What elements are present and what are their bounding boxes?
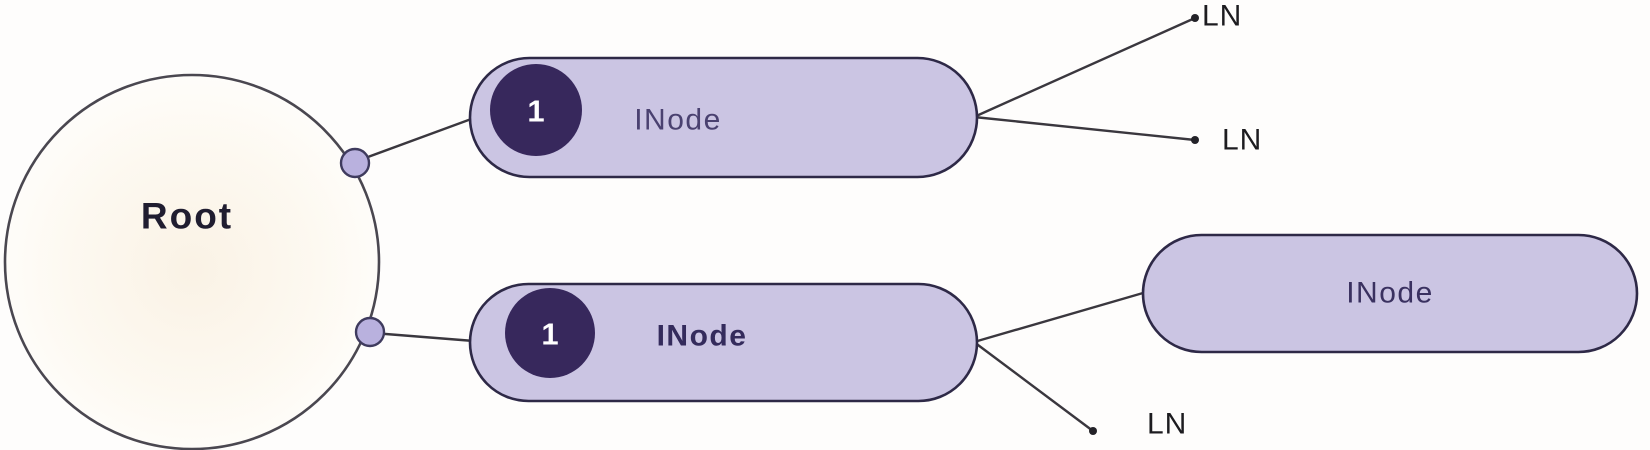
inode-bottom-badge — [505, 288, 595, 378]
edge-inode-bottom-to-ln3 — [972, 340, 1095, 433]
edge-root-to-inode-bottom — [371, 331, 476, 343]
root-circle — [3, 73, 381, 450]
leaf-label-ln3: LN — [1147, 408, 1187, 441]
edge-root-to-inode-top — [355, 116, 476, 163]
inode-top-badge-label: 1 — [527, 94, 544, 129]
inode-right-label: INode — [1346, 277, 1434, 310]
root-port-top — [339, 147, 371, 179]
edge-endpoint-dot — [1191, 136, 1199, 144]
leaf-labels: LN LN LN — [1147, 0, 1262, 441]
edge-endpoint-dot — [1191, 14, 1199, 22]
inode-bottom-badge-label: 1 — [541, 317, 558, 352]
edge-endpoint-dot — [1089, 427, 1097, 435]
edge-inode-top-to-ln1 — [972, 16, 1197, 119]
root-port-bottom — [354, 316, 386, 348]
root-label: Root — [141, 196, 233, 237]
edge-inode-top-to-ln2 — [972, 115, 1197, 142]
root-node: Root — [3, 73, 386, 450]
inode-right-node: INode — [1141, 233, 1639, 354]
inode-top-pill — [468, 56, 979, 179]
leaf-label-ln2: LN — [1222, 124, 1262, 157]
inode-bottom-node: 1 INode — [468, 282, 979, 403]
inode-bottom-label: INode — [657, 320, 748, 353]
leaf-label-ln1: LN — [1202, 0, 1242, 33]
edge-inode-bottom-to-inode-right — [972, 291, 1145, 344]
inode-top-label: INode — [634, 104, 722, 137]
connectors — [355, 14, 1199, 435]
inode-bottom-pill — [468, 282, 979, 403]
inode-top-node: 1 INode — [468, 56, 979, 179]
inode-top-badge — [490, 64, 582, 156]
inode-right-pill — [1141, 233, 1639, 354]
